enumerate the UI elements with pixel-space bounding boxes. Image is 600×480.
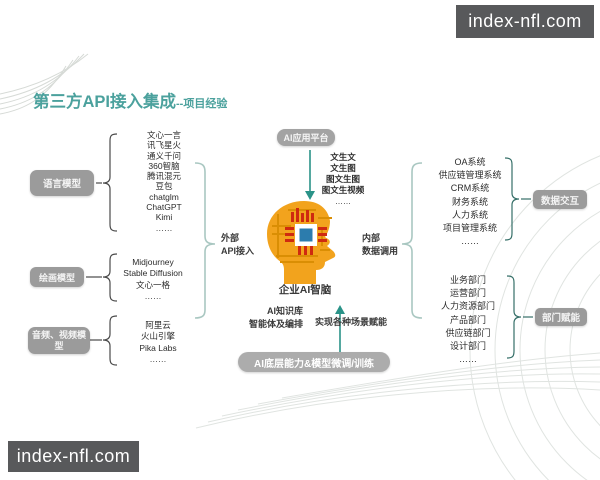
watermark-bottom: index-nfl.com	[8, 441, 139, 472]
list-item: 文心一言	[146, 130, 181, 140]
category-box-audio-video-models: 音频、视频模型	[28, 327, 90, 354]
system-list: OA系统 供应链管理系统 CRM系统 财务系统 人力系统 项目管理系统 ……	[428, 156, 512, 248]
ai-platform-box: AI应用平台	[277, 129, 335, 146]
list-item: ChatGPT	[146, 202, 182, 213]
head-label: 企业AI智脑	[278, 284, 332, 296]
up-arrow	[335, 305, 345, 352]
list-item: 通义千问	[146, 150, 181, 161]
list-item: Midjourney	[132, 257, 174, 267]
list-item: Kimi	[155, 212, 173, 223]
list-item: 项目管理系统	[442, 223, 497, 234]
list-item: ……	[144, 290, 162, 301]
external-api-note: 外部 API接入	[221, 232, 277, 257]
list-item: 文心一格	[135, 279, 170, 290]
language-model-list: 文心一言 讯飞星火 通义千问 360智脑 腾讯混元 豆包 chatglm Cha…	[124, 130, 204, 233]
watermark-top: index-nfl.com	[456, 5, 594, 38]
list-item: ……	[155, 222, 173, 233]
department-list: 业务部门 运营部门 人力资源部门 产品部门 供应链部门 设计部门 ……	[426, 274, 510, 366]
category-box-department-empower: 部门赋能	[535, 308, 587, 326]
title-main: 第三方API接入集成	[33, 93, 177, 111]
fan-decoration	[0, 53, 89, 115]
page-title: 第三方API接入集成 -- 项目经验	[33, 88, 227, 112]
list-item: ……	[461, 236, 479, 247]
list-item: chatglm	[149, 191, 179, 202]
list-item: 运营部门	[449, 288, 486, 299]
list-item: 豆包	[155, 181, 173, 192]
title-sub: 项目经验	[183, 98, 228, 110]
list-item: CRM系统	[450, 183, 490, 194]
arc-decoration	[195, 155, 600, 480]
note-line: 智能体及编排	[248, 319, 303, 329]
note-line: AI知识库	[266, 306, 303, 316]
chip-pins	[285, 208, 327, 255]
list-item: 产品部门	[449, 314, 486, 325]
left-braces	[86, 133, 118, 366]
list-item: 文生文	[330, 152, 356, 162]
platform-capability-list: 文生文 文生图 图文生图 图文生视频 ……	[315, 152, 371, 207]
list-item: 360智脑	[148, 160, 180, 171]
list-item: 图文生图	[325, 174, 360, 184]
category-box-language-models: 语言模型	[30, 170, 94, 196]
list-item: 文生图	[330, 163, 356, 173]
list-item: 财务系统	[451, 196, 488, 207]
list-item: 人力系统	[451, 209, 488, 220]
list-item: 图文生视频	[321, 185, 365, 195]
down-arrow	[305, 150, 315, 200]
list-item: 阿里云	[145, 320, 171, 330]
foundation-capability-box: AI底层能力&模型微调/训练	[238, 352, 390, 372]
right-braces	[504, 157, 533, 359]
category-box-data-interaction: 数据交互	[533, 190, 587, 209]
painting-model-list: Midjourney Stable Diffusion 文心一格 ……	[113, 257, 193, 302]
list-item: 讯飞星火	[146, 140, 181, 151]
list-item: 供应链部门	[445, 327, 491, 338]
list-item: 业务部门	[449, 275, 486, 285]
chip-core	[299, 228, 313, 242]
circuit-lines	[272, 209, 332, 263]
list-item: 供应链管理系统	[438, 170, 502, 181]
list-item: 火山引擎	[140, 331, 175, 342]
note-line: 外部	[221, 233, 240, 243]
list-item: OA系统	[454, 157, 486, 167]
title-sep: --	[176, 98, 184, 110]
list-item: 设计部门	[449, 341, 486, 352]
list-item: Stable Diffusion	[123, 268, 183, 279]
list-item: ……	[149, 353, 167, 364]
list-item: ……	[335, 197, 351, 206]
ai-brain-head-illustration	[267, 201, 336, 284]
big-braces	[194, 162, 423, 319]
empower-note: 实现各种场景赋能	[315, 317, 388, 327]
knowledge-note: AI知识库 智能体及编排	[230, 305, 303, 331]
list-item: Pika Labs	[139, 342, 177, 353]
list-item: ……	[459, 354, 477, 365]
internal-data-note: 内部 数据调用	[362, 232, 418, 257]
list-item: 腾讯混元	[146, 171, 181, 182]
list-item: 人力资源部门	[440, 301, 495, 312]
note-line: 内部	[362, 233, 381, 243]
category-box-painting-models: 绘画模型	[30, 267, 84, 287]
note-line: API接入	[221, 245, 255, 256]
audio-video-model-list: 阿里云 火山引擎 Pika Labs ……	[118, 320, 198, 365]
note-line: 数据调用	[362, 245, 399, 256]
